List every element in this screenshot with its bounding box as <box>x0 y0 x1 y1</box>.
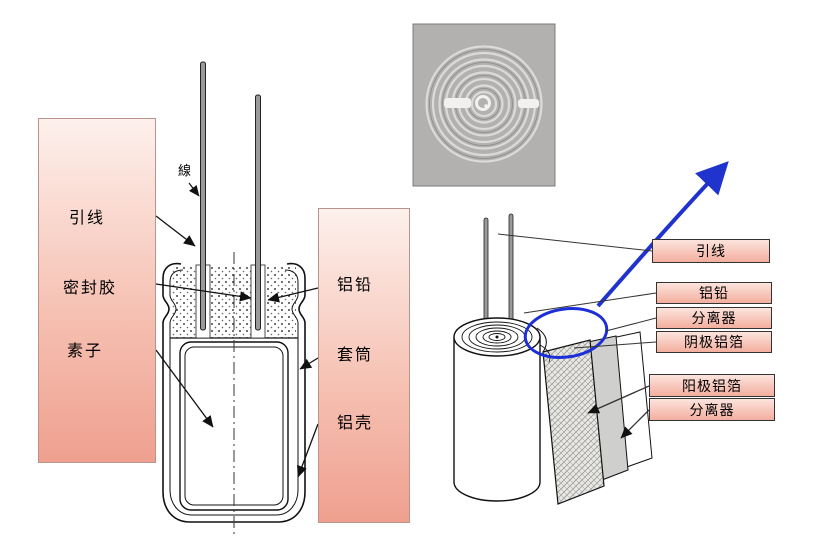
label-aluminum-can: 铝壳 <box>337 415 374 432</box>
lead-wire-left <box>200 61 206 331</box>
can-inner-wall <box>169 269 299 516</box>
mid-panel-arrows <box>267 287 319 478</box>
label-element: 素子 <box>67 343 104 360</box>
winding-photo <box>412 23 556 187</box>
left-panel-arrows <box>155 215 252 428</box>
tag-separator-top: 分离器 <box>656 307 772 329</box>
tag-separator-bottom: 分离器 <box>649 398 775 421</box>
tag-anode-foil: 阳极铝箔 <box>649 374 775 397</box>
anode-foil-sheet <box>542 339 605 505</box>
tag-aluminum-lead: 铝铅 <box>656 282 772 304</box>
label-sealing-gum: 密封胶 <box>63 280 118 297</box>
label-aluminum-lead: 铝铅 <box>337 277 374 294</box>
tag-connector-lines <box>497 233 657 439</box>
tag-cathode-foil: 阴极铝箔 <box>656 331 772 353</box>
callout-arrow <box>596 161 729 308</box>
tag-lead-wire: 引线 <box>652 239 770 263</box>
capacitor-cross-section <box>162 61 306 534</box>
callout-ellipse <box>523 307 609 359</box>
lead-wire-note: 線 <box>178 163 192 178</box>
lead-wire-right <box>255 94 261 331</box>
lead-wire-right-3d <box>508 213 514 329</box>
left-label-panel: 引线 密封胶 素子 <box>38 118 156 463</box>
label-lead-wire: 引线 <box>69 210 106 227</box>
lead-wire-left-3d <box>483 217 489 333</box>
label-sleeve: 套筒 <box>337 347 374 364</box>
mid-label-panel: 铝铅 套筒 铝壳 <box>318 208 410 523</box>
unrolled-winding-drawing <box>453 161 729 505</box>
